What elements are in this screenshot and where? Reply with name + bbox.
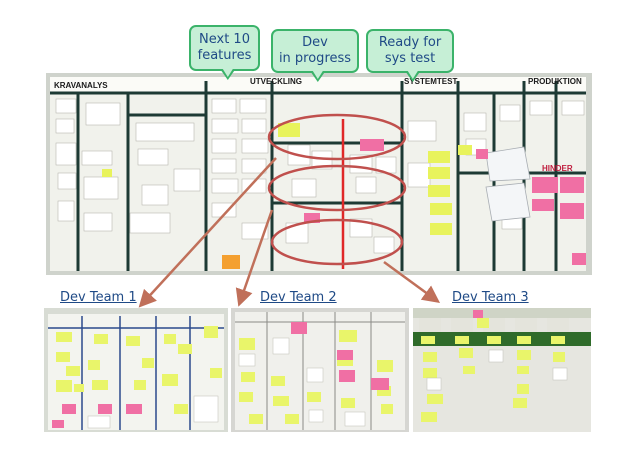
callout-dev-in-progress: Dev in progress: [271, 29, 359, 82]
board-heading-systemtest: SYSTEMTEST: [404, 77, 457, 86]
arrow-to-team-2: [235, 209, 274, 307]
highlight-ellipse-team2-row: [267, 164, 407, 212]
dev-team-1-label: Dev Team 1: [60, 290, 137, 305]
kanban-board-drawing: KRAVANALYS UTVECKLING SYSTEMTEST PRODUKT…: [46, 73, 592, 275]
arrow-to-team-3: [383, 260, 441, 303]
arrow-to-team-1: [138, 157, 277, 308]
dev-team-3-label: Dev Team 3: [452, 290, 529, 305]
dev-team-3-board-drawing: [413, 308, 591, 432]
dev-team-3-board-photo: [413, 308, 591, 432]
dev-team-1-board-photo: [44, 308, 228, 432]
callout-pointer-icon: [310, 71, 325, 82]
dev-team-2-label: Dev Team 2: [260, 290, 337, 305]
callout-next-10-features: Next 10 features: [189, 25, 260, 80]
callout-ready-for-sys-test-text: Ready for sys test: [378, 35, 442, 66]
dev-team-1-board-drawing: [44, 308, 228, 432]
callout-dev-in-progress-text: Dev in progress: [278, 35, 352, 66]
dev-team-2-board-drawing: [231, 308, 409, 432]
callout-pointer-icon: [405, 71, 420, 82]
dev-team-2-board-photo: [231, 308, 409, 432]
highlight-ellipse-team3-row: [270, 218, 404, 266]
board-heading-hinder: HINDER: [542, 164, 573, 173]
kanban-board-photo: KRAVANALYS UTVECKLING SYSTEMTEST PRODUKT…: [46, 73, 592, 275]
callout-next-10-features-text: Next 10 features: [197, 32, 252, 63]
callout-ready-for-sys-test: Ready for sys test: [366, 29, 454, 82]
board-heading-produktion: PRODUKTION: [528, 77, 582, 86]
highlight-ellipse-team1-row: [267, 113, 407, 161]
board-heading-kravanalys: KRAVANALYS: [54, 81, 108, 90]
board-heading-utveckling: UTVECKLING: [250, 77, 302, 86]
callout-pointer-icon: [220, 69, 235, 80]
